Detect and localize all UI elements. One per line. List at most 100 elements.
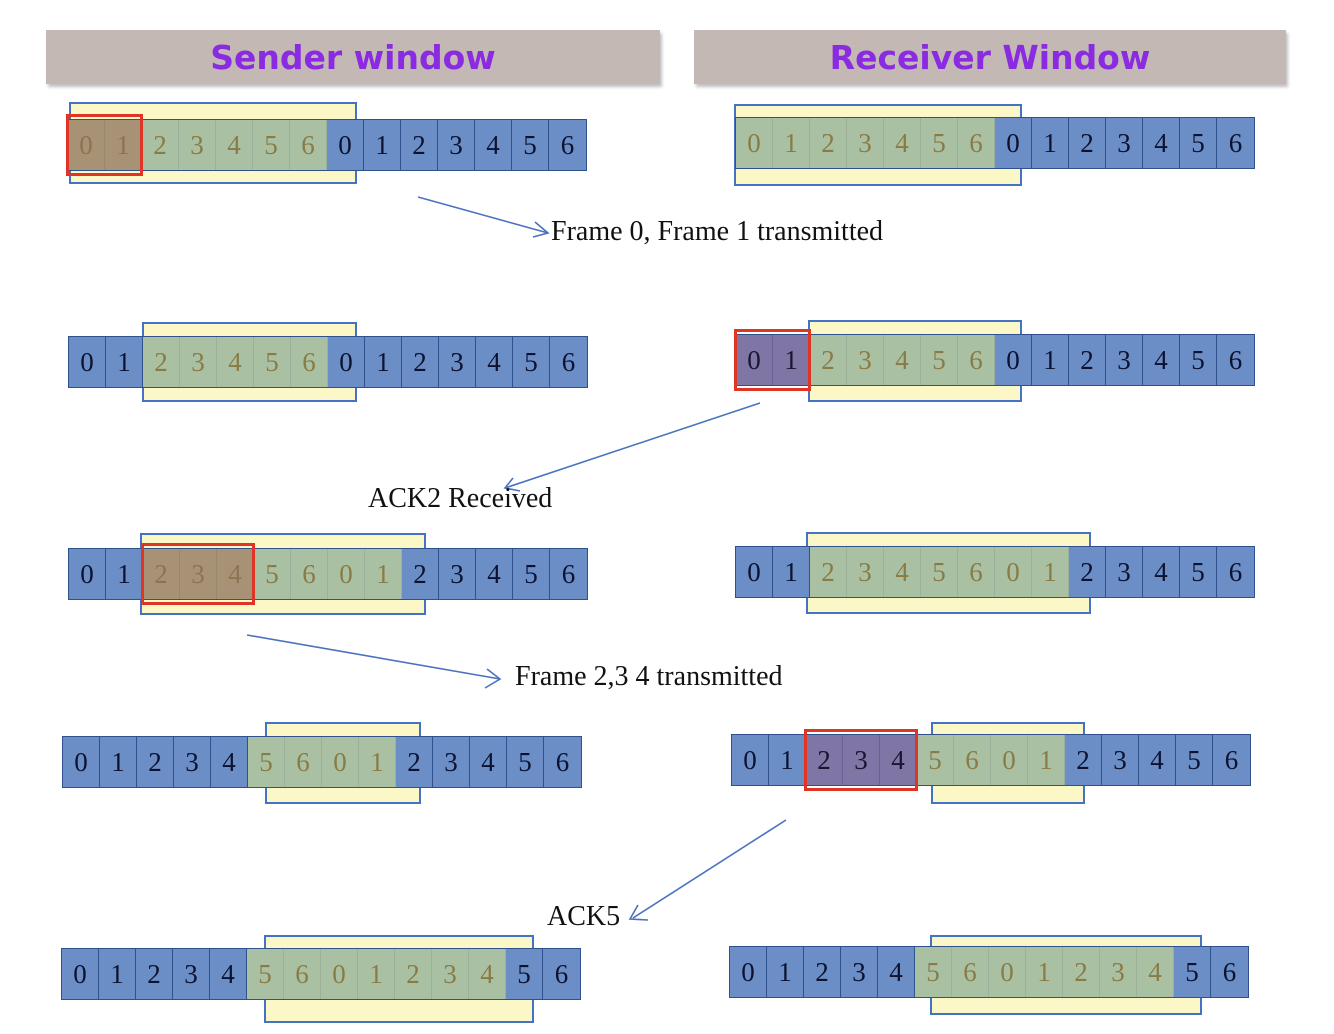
label-frames-2-3-4-transmitted: Frame 2,3 4 transmitted [515, 661, 783, 692]
sequence-cell: 6 [1211, 947, 1248, 997]
sequence-cell: 2 [395, 949, 432, 999]
sequence-cell: 2 [401, 120, 438, 170]
sequence-cell: 6 [550, 549, 587, 599]
receiver-step-2-highlight-box [734, 329, 811, 391]
sequence-cell: 2 [142, 120, 179, 170]
sequence-cell: 6 [544, 737, 581, 787]
sequence-cell: 4 [476, 549, 513, 599]
arrowhead-frame-2-3-4 [484, 668, 502, 689]
sequence-cell: 3 [843, 735, 880, 785]
sequence-cell: 1 [365, 549, 402, 599]
sequence-cell: 3 [180, 549, 217, 599]
sequence-cell: 5 [254, 549, 291, 599]
label-frames-0-1-transmitted: Frame 0, Frame 1 transmitted [551, 216, 884, 247]
sequence-cell: 0 [995, 118, 1032, 168]
sequence-cell: 0 [321, 949, 358, 999]
sequence-cell: 3 [1106, 118, 1143, 168]
sequence-cell: 5 [1180, 547, 1217, 597]
sequence-cell: 6 [954, 735, 991, 785]
sequence-cell: 5 [1176, 735, 1213, 785]
sequence-cell: 4 [884, 118, 921, 168]
sequence-cell: 0 [63, 737, 100, 787]
sequence-cell: 3 [1106, 547, 1143, 597]
sequence-cell: 0 [322, 737, 359, 787]
sequence-cell: 1 [1026, 947, 1063, 997]
sender-window-header: Sender window [46, 30, 660, 84]
sequence-cell: 2 [806, 735, 843, 785]
sequence-cell: 5 [512, 120, 549, 170]
sequence-cell: 4 [210, 949, 247, 999]
sequence-cell: 3 [173, 949, 210, 999]
sequence-cell: 3 [432, 949, 469, 999]
sequence-cell: 3 [179, 120, 216, 170]
sequence-cell: 6 [550, 337, 587, 387]
sequence-cell: 4 [470, 737, 507, 787]
label-ack5: ACK5 [547, 901, 621, 932]
sequence-cell: 0 [991, 735, 1028, 785]
sequence-cell: 4 [1143, 335, 1180, 385]
sequence-cell: 2 [396, 737, 433, 787]
sequence-cell: 1 [769, 735, 806, 785]
sequence-cell: 3 [1100, 947, 1137, 997]
sequence-cell: 5 [917, 735, 954, 785]
sequence-cell: 2 [1065, 735, 1102, 785]
sequence-cell: 1 [1032, 118, 1069, 168]
sequence-cell: 0 [989, 947, 1026, 997]
sequence-cell: 2 [137, 737, 174, 787]
sequence-cell: 5 [921, 118, 958, 168]
sequence-cell: 1 [1032, 547, 1069, 597]
sequence-cell: 3 [180, 337, 217, 387]
sender-step-1-highlight-box [66, 114, 143, 176]
sequence-cell: 5 [1180, 335, 1217, 385]
sequence-cell: 4 [1143, 547, 1180, 597]
sequence-cell: 4 [475, 120, 512, 170]
sequence-cell: 2 [402, 337, 439, 387]
sequence-cell: 1 [106, 337, 143, 387]
sequence-cell: 2 [402, 549, 439, 599]
sequence-cell: 0 [328, 549, 365, 599]
sequence-cell: 2 [1069, 547, 1106, 597]
sequence-cell: 6 [952, 947, 989, 997]
sequence-cell: 4 [217, 337, 254, 387]
sequence-cell: 4 [1143, 118, 1180, 168]
sequence-cell: 2 [1069, 335, 1106, 385]
sequence-cell: 5 [254, 337, 291, 387]
sequence-cell: 3 [439, 337, 476, 387]
sequence-cell: 3 [174, 737, 211, 787]
sequence-cell: 2 [810, 118, 847, 168]
sequence-cell: 4 [211, 737, 248, 787]
sequence-cell: 5 [921, 335, 958, 385]
sequence-cell: 3 [847, 335, 884, 385]
sequence-cell: 0 [62, 949, 99, 999]
sequence-cell: 2 [804, 947, 841, 997]
sequence-cell: 6 [284, 949, 321, 999]
sequence-cell: 1 [106, 549, 143, 599]
arrowhead-ack5 [628, 904, 649, 921]
sequence-cell: 6 [958, 118, 995, 168]
sequence-cell: 0 [736, 335, 773, 385]
sequence-cell: 1 [365, 337, 402, 387]
arrow-ack2 [504, 402, 761, 489]
sequence-cell: 0 [730, 947, 767, 997]
sequence-cell: 4 [217, 549, 254, 599]
sequence-cell: 1 [767, 947, 804, 997]
sequence-cell: 1 [364, 120, 401, 170]
sequence-cell: 6 [543, 949, 580, 999]
sequence-cell: 0 [328, 337, 365, 387]
sequence-cell: 1 [100, 737, 137, 787]
sequence-cell: 5 [513, 337, 550, 387]
sequence-cell: 3 [847, 118, 884, 168]
sequence-cell: 6 [290, 120, 327, 170]
arrow-frame-2-3-4 [246, 634, 501, 680]
sequence-cell: 3 [1102, 735, 1139, 785]
sequence-cell: 1 [1028, 735, 1065, 785]
sequence-cell: 1 [358, 949, 395, 999]
sequence-cell: 1 [359, 737, 396, 787]
sequence-cell: 4 [880, 735, 917, 785]
